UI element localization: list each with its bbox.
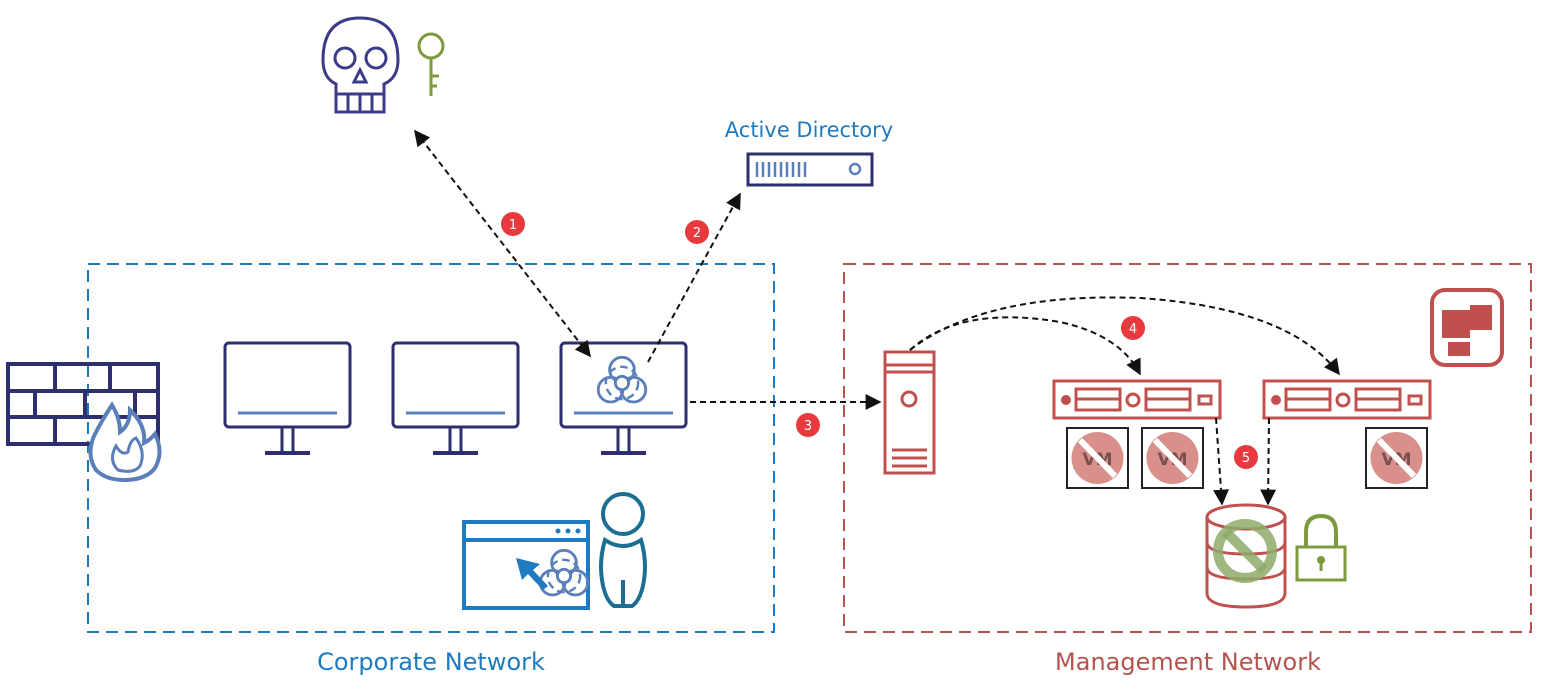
management-network-zone <box>843 263 1532 633</box>
blocked-vm-2-icon: VM <box>1141 427 1204 489</box>
corporate-network-zone <box>87 263 775 633</box>
step-badge-5: 5 <box>1234 445 1258 469</box>
arrow-step-5b <box>1260 417 1277 506</box>
step-badge-1: 1 <box>501 212 525 236</box>
active-directory-server-icon <box>746 152 874 187</box>
padlock-icon <box>1295 513 1347 582</box>
arrow-step-4a <box>909 316 1141 376</box>
step-badge-3: 3 <box>796 413 820 437</box>
tower-server-icon <box>883 350 936 475</box>
host-server-2-icon <box>1262 379 1432 420</box>
active-directory-label: Active Directory <box>725 118 893 142</box>
key-icon <box>417 32 445 96</box>
blocked-vm-1-icon: VM <box>1066 427 1129 489</box>
svg-text:5: 5 <box>1242 451 1250 466</box>
step-badge-4: 4 <box>1121 316 1145 340</box>
svg-text:4: 4 <box>1129 322 1137 337</box>
blocked-database-icon <box>1205 503 1287 609</box>
vmware-logo-icon <box>1430 288 1504 367</box>
arrow-step-2 <box>647 192 741 363</box>
corporate-network-label: Corporate Network <box>317 648 545 676</box>
cursor-arrow-icon <box>516 558 548 590</box>
svg-text:1: 1 <box>509 218 517 233</box>
arrow-step-4b <box>909 296 1340 376</box>
management-network-label: Management Network <box>1055 648 1321 676</box>
firewall-icon <box>6 362 162 483</box>
host-server-1-icon <box>1052 379 1222 420</box>
blocked-vm-3-icon: VM <box>1365 427 1428 489</box>
arrow-step-1 <box>414 129 591 358</box>
workstation-1-icon <box>223 341 352 455</box>
workstation-2-icon <box>391 341 520 455</box>
skull-icon <box>321 16 400 114</box>
step-badge-2: 2 <box>685 220 709 244</box>
svg-text:2: 2 <box>693 226 701 241</box>
svg-text:3: 3 <box>804 419 812 434</box>
arrow-step-5a <box>1213 417 1229 506</box>
user-icon <box>599 492 647 608</box>
